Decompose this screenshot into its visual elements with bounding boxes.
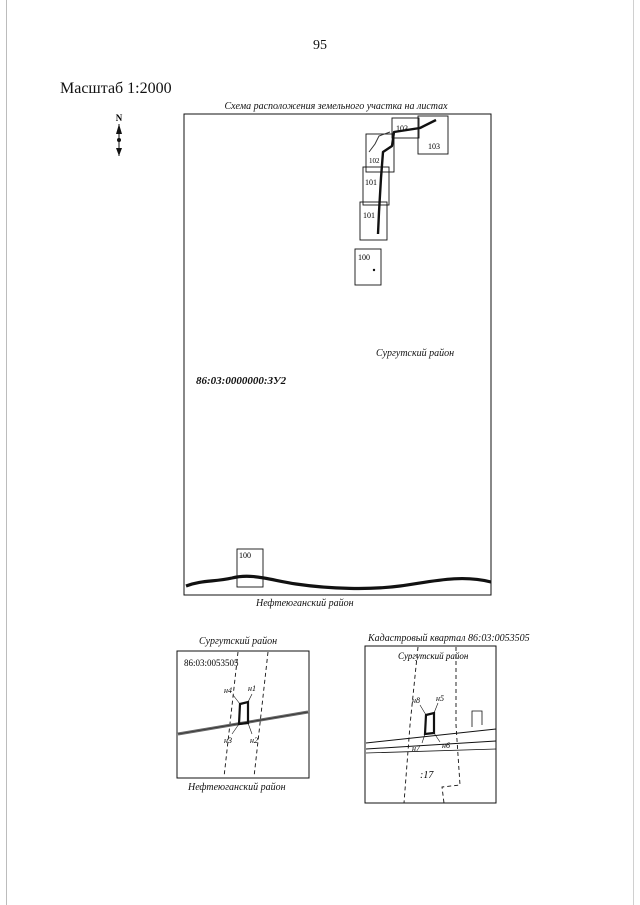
sheet-label-102: 102 (369, 157, 380, 165)
point-label-n3: н3 (224, 736, 232, 745)
point-label-n5: н5 (436, 694, 444, 703)
page-edge-right (633, 0, 634, 905)
scale-label: Масштаб 1:2000 (60, 80, 172, 97)
main-map: 103 103 102 101 101 100 100 (183, 113, 492, 596)
quarter-line-b (441, 647, 461, 804)
inset-left-map: 86:03:0053505 н4 н1 н3 н2 (176, 650, 310, 779)
point-label-n1: н1 (248, 684, 256, 693)
page-edge-left (6, 0, 7, 905)
point-label-n8: н8 (412, 696, 420, 705)
district-south-label: Нефтеюганский район (256, 598, 354, 609)
inset-left-caption: Нефтеюганский район (188, 782, 286, 793)
inset-right-map: Сургутский район н8 н5 н7 н6 :17 (364, 645, 497, 804)
sheet-label-101a: 101 (365, 178, 377, 187)
sheet-label-103b: 103 (428, 142, 440, 151)
point-label-n4: н4 (224, 686, 232, 695)
building-outline (471, 710, 483, 727)
inset-left-quarter: 86:03:0053505 (184, 658, 239, 668)
main-map-frame (183, 113, 492, 596)
parcel-shape (423, 711, 436, 736)
point-marker (372, 268, 376, 272)
inset-left-title: Сургутский район (199, 636, 278, 647)
sheet-label-100b: 100 (239, 551, 251, 560)
point-label-n6: н6 (442, 741, 450, 750)
main-map-title: Схема расположения земельного участка на… (224, 101, 448, 112)
district-boundary (185, 574, 492, 591)
inset-right-subtitle: Сургутский район (398, 651, 469, 661)
north-arrow-icon: N (116, 113, 123, 156)
route-line (376, 118, 437, 235)
sheet-101b (359, 201, 388, 241)
route-branch (368, 131, 391, 153)
quarter-line-a (403, 646, 419, 804)
inset-right-title: Кадастровый квартал 86:03:0053505 (368, 633, 530, 644)
road-edge-lower (365, 748, 497, 754)
sheet-101a (362, 166, 390, 206)
quarter-line-a (223, 651, 239, 778)
inset-right-frame (364, 645, 497, 804)
sheet-102 (365, 133, 395, 173)
sheet-100b (236, 548, 264, 588)
page-number: 95 (313, 38, 327, 53)
parcel-id: 86:03:0000000:ЗУ2 (196, 375, 287, 387)
sheet-100a (354, 248, 382, 286)
sheet-label-101b: 101 (363, 211, 375, 220)
sheet-label-100a: 100 (358, 253, 370, 262)
sheet-label-103a: 103 (396, 124, 408, 133)
road-edge-bottom (365, 740, 497, 750)
north-label: N (116, 113, 123, 123)
parcel-label-17: :17 (420, 770, 434, 781)
point-label-n7: н7 (412, 744, 421, 753)
road-edge-top (365, 728, 497, 744)
inset-left-frame (176, 650, 310, 779)
quarter-line-b (253, 651, 269, 778)
sheet-103b (417, 115, 449, 155)
point-label-n2: н2 (250, 736, 258, 745)
parcel-shape (237, 700, 250, 726)
district-north-label: Сургутский район (376, 348, 455, 359)
